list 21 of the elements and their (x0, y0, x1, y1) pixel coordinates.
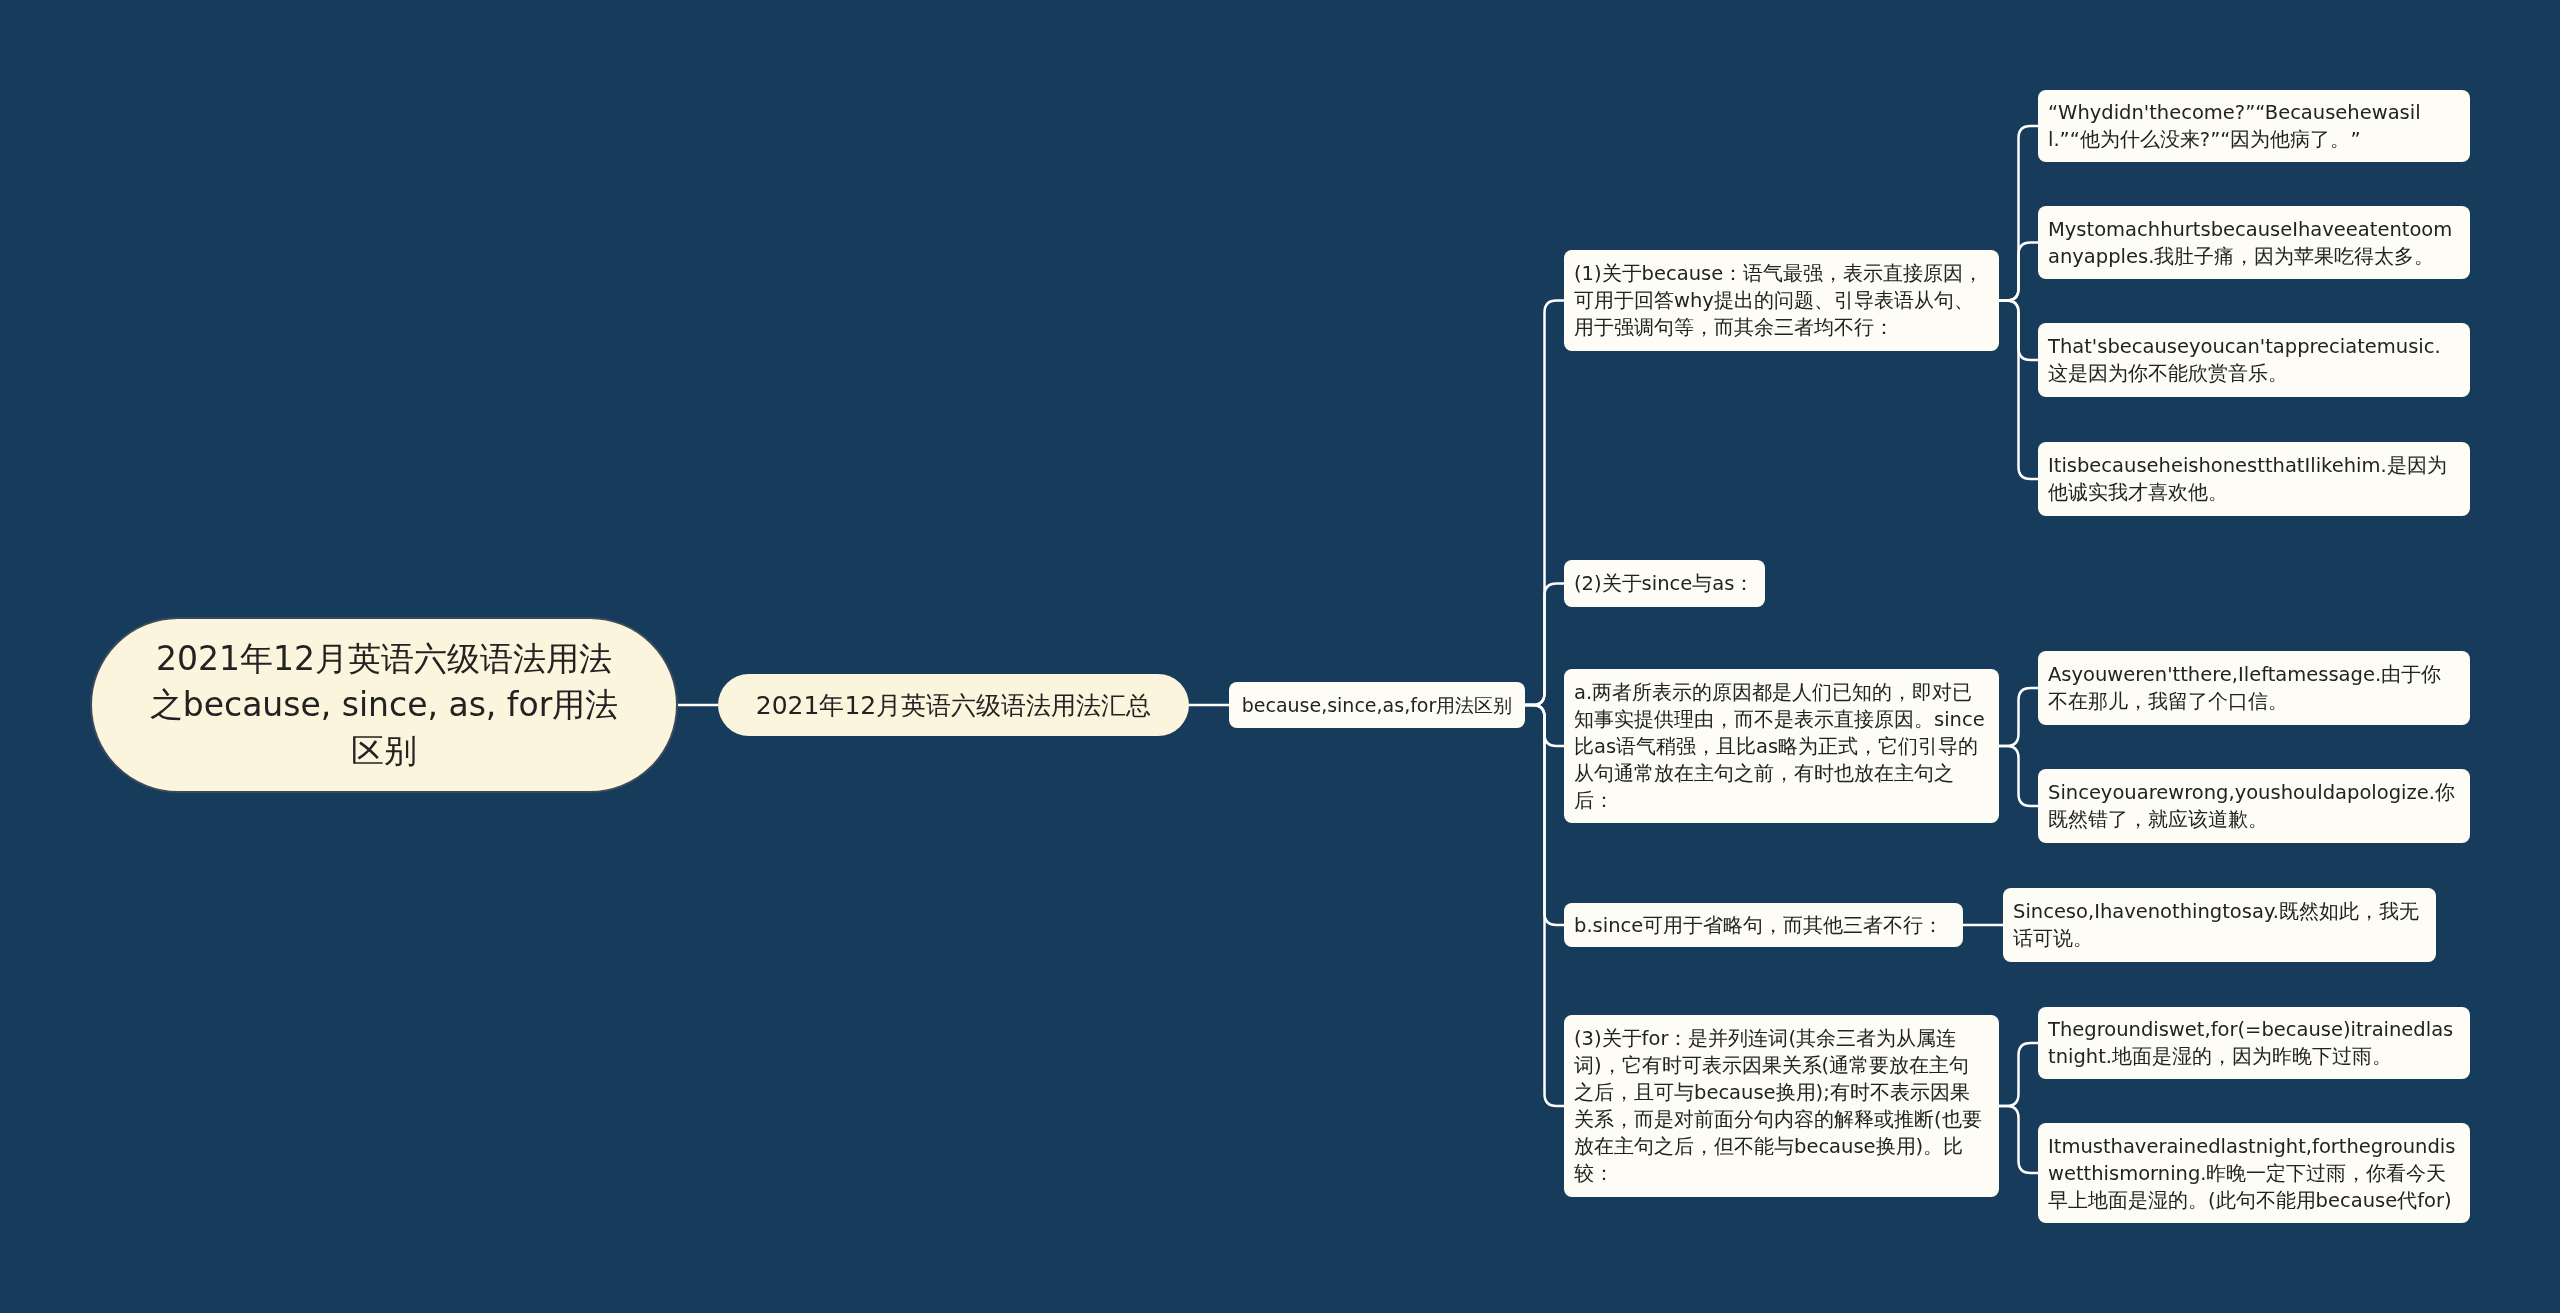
topic-box: ItisbecauseheishonestthatIlikehim.是因为他诚实我才喜欢他。 (2038, 442, 2470, 516)
topic-box: b.since可用于省略句，而其他三者不行： (1564, 903, 1963, 947)
topic-box: Asyouweren'tthere,Ileftamessage.由于你不在那儿，我留了个口信。 (2038, 651, 2470, 725)
topic-box: That'sbecauseyoucan'tappreciatemusic.这是因为你不能欣赏音乐。 (2038, 323, 2470, 397)
topic-box: Thegroundiswet,for(=because)itrainedlastnight.地面是湿的，因为昨晚下过雨。 (2038, 1007, 2470, 1079)
topic-box: Sinceyouarewrong,youshouldapologize.你既然错了，就应该道歉。 (2038, 769, 2470, 843)
connector-line (678, 703, 718, 707)
topic-box: because,since,as,for用法区别 (1229, 682, 1525, 728)
mindmap-root: 2021年12月英语六级语法用法之because, since, as, for用法区别 (90, 617, 678, 793)
topic-box: (1)关于because：语气最强，表示直接原因，可用于回答why提出的问题、引导表语从句、用于强调句等，而其余三者均不行： (1564, 250, 1999, 351)
topic-box: 2021年12月英语六级语法用法汇总 (718, 674, 1189, 736)
connector-line (1189, 703, 1229, 707)
topic-box: Itmusthaverainedlastnight,forthegroundiswetthismorning.昨晚一定下过雨，你看今天早上地面是湿的。(此句不能用because代for) (2038, 1123, 2470, 1223)
connector-line (1963, 923, 2003, 927)
topic-box: a.两者所表示的原因都是人们已知的，即对已知事实提供理由，而不是表示直接原因。since比as语气稍强，且比as略为正式，它们引导的从句通常放在主句之前，有时也放在主句之后： (1564, 669, 1999, 823)
topic-box: “Whydidn'thecome?”“Becausehewasill.”“他为什么没来?”“因为他病了。” (2038, 90, 2470, 162)
topic-box: (2)关于since与as： (1564, 560, 1765, 607)
connector-line (1999, 744, 2038, 808)
topic-box: MystomachhurtsbecauseIhaveeatentoomanyapples.我肚子痛，因为苹果吃得太多。 (2038, 206, 2470, 279)
topic-box: Sinceso,Ihavenothingtosay.既然如此，我无话可说。 (2003, 888, 2436, 962)
topic-box: (3)关于for：是并列连词(其余三者为从属连词)，它有时可表示因果关系(通常要放在主句之后，且可与because换用);有时不表示因果关系，而是对前面分句内容的解释或推断(也要放在主句之后，但不能与because换用)。比较： (1564, 1015, 1999, 1197)
